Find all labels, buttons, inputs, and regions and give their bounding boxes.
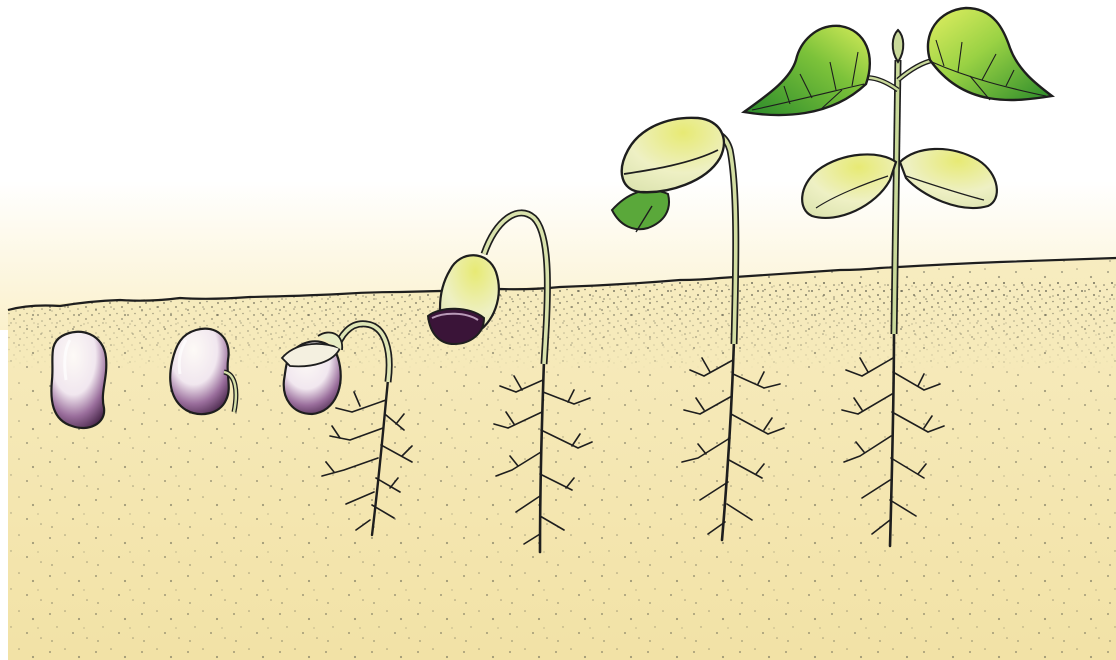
seed-with-radicle-icon [170,329,236,414]
dormant-seed-icon [51,332,106,428]
